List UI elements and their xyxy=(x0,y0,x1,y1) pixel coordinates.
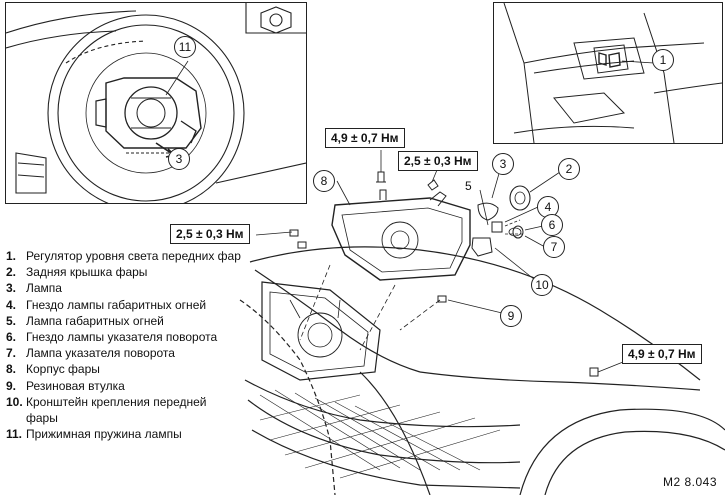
legend-text: Лампа указателя поворота xyxy=(26,346,175,361)
callout-6: 6 xyxy=(541,214,563,236)
legend-item: 6. Гнездо лампы указателя поворота xyxy=(6,329,241,345)
legend-text: Лампа габаритных огней xyxy=(26,313,164,328)
callout-2: 2 xyxy=(558,158,580,180)
callout-1: 1 xyxy=(652,49,674,71)
legend-number: 5. xyxy=(6,313,17,328)
legend-text: Кронштейн крепления передней фары xyxy=(26,394,207,426)
callout-3-inset: 3 xyxy=(168,148,190,170)
legend-number: 7. xyxy=(6,346,17,361)
torque-spec-housing-mid: 2,5 ± 0,3 Нм xyxy=(398,151,478,171)
legend-text: Прижимная пружина лампы xyxy=(26,427,182,442)
legend-item: 4. Гнездо лампы габаритных огней xyxy=(6,297,241,313)
legend-number: 2. xyxy=(6,265,17,280)
legend-number: 1. xyxy=(6,249,17,263)
legend-number: 8. xyxy=(6,362,17,377)
legend-item: 10.Кронштейн крепления передней фары xyxy=(6,394,241,426)
legend-item: 7. Лампа указателя поворота xyxy=(6,345,241,361)
leveling-switch-drawing xyxy=(503,3,722,143)
figure-code: M2 8.043 xyxy=(662,475,717,489)
legend-text: Гнездо лампы указателя поворота xyxy=(26,330,218,345)
callout-5: 5 xyxy=(465,179,472,193)
callout-11: 11 xyxy=(174,36,196,58)
legend-number: 3. xyxy=(6,281,17,296)
legend-text: Резиновая втулка xyxy=(26,378,125,393)
legend-item: 11.Прижимная пружина лампы xyxy=(6,426,241,442)
legend-text: Корпус фары xyxy=(26,362,100,377)
torque-spec-housing-left: 2,5 ± 0,3 Нм xyxy=(170,224,250,244)
legend-text: Регулятор уровня света передних фар xyxy=(26,249,241,263)
parts-legend: 1. Регулятор уровня света передних фар 2.… xyxy=(6,248,241,442)
legend-text: Задняя крышка фары xyxy=(26,265,148,280)
legend-number: 4. xyxy=(6,297,17,312)
leveling-switch-inset xyxy=(493,2,723,144)
legend-number: 11. xyxy=(6,427,23,442)
legend-item: 5. Лампа габаритных огней xyxy=(6,313,241,329)
legend-item: 8. Корпус фары xyxy=(6,361,241,377)
legend-number: 9. xyxy=(6,378,17,393)
callout-10: 10 xyxy=(531,274,553,296)
bulb-detail-inset xyxy=(5,2,307,204)
bulb-detail-drawing xyxy=(6,3,306,203)
callout-9: 9 xyxy=(500,305,522,327)
legend-text: Гнездо лампы габаритных огней xyxy=(26,297,207,312)
legend-item: 1. Регулятор уровня света передних фар xyxy=(6,248,241,264)
legend-item: 2. Задняя крышка фары xyxy=(6,264,241,280)
legend-number: 10. xyxy=(6,394,23,409)
callout-8: 8 xyxy=(313,170,335,192)
legend-item: 3. Лампа xyxy=(6,280,241,296)
legend-item: 9. Резиновая втулка xyxy=(6,378,241,394)
torque-spec-bracket: 4,9 ± 0,7 Нм xyxy=(622,344,702,364)
callout-7: 7 xyxy=(543,236,565,258)
torque-spec-housing-top: 4,9 ± 0,7 Нм xyxy=(325,128,405,148)
legend-number: 6. xyxy=(6,330,17,345)
callout-3: 3 xyxy=(492,153,514,175)
legend-text: Лампа xyxy=(26,281,62,296)
